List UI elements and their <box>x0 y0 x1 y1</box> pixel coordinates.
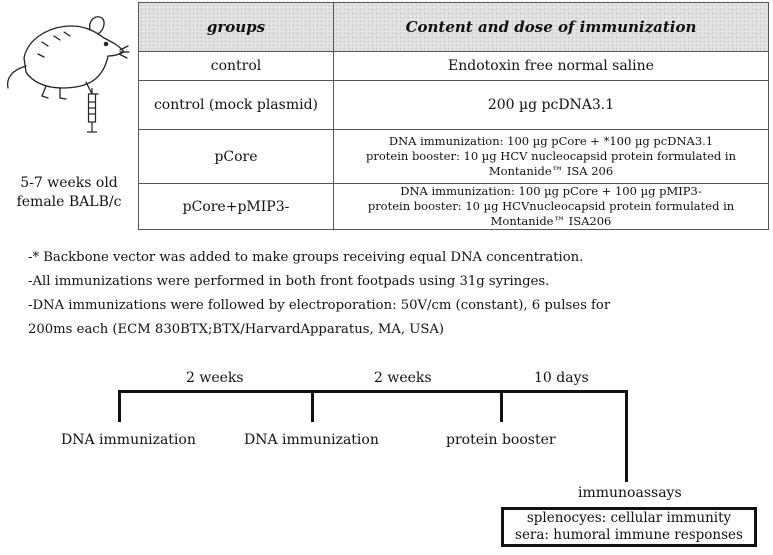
interval-label: 2 weeks <box>186 370 244 386</box>
interval-label: 10 days <box>534 370 589 386</box>
timeline-tick <box>311 390 314 422</box>
group-cell: control (mock plasmid) <box>138 80 334 130</box>
table-row: control (mock plasmid) 200 µg pcDNA3.1 <box>138 80 769 130</box>
group-cell: control <box>138 51 334 81</box>
header-content: Content and dose of immunization <box>333 2 769 52</box>
content-line: protein booster: 10 µg HCVnucleocapsid p… <box>367 199 735 213</box>
group-cell: pCore+pMIP3- <box>138 183 334 230</box>
note-line: 200ms each (ECM 830BTX;BTX/HarvardAppara… <box>28 322 445 337</box>
mouse-illustration <box>6 16 130 133</box>
mouse-caption: 5-7 weeks old female BALB/c <box>0 174 138 212</box>
note-line: -DNA immunizations were followed by elec… <box>28 298 611 313</box>
content-cell: 200 µg pcDNA3.1 <box>333 80 769 130</box>
note-line: -All immunizations were performed in bot… <box>28 274 550 289</box>
step-label: protein booster <box>446 432 556 448</box>
notes: -* Backbone vector was added to make gro… <box>28 246 768 342</box>
timeline-tick <box>500 390 503 422</box>
table-row: pCore DNA immunization: 100 µg pCore + *… <box>138 129 769 184</box>
caption-line-age: 5-7 weeks old <box>20 175 118 191</box>
content-line: DNA immunization: 100 µg pCore + *100 µg… <box>388 134 714 148</box>
step-label: DNA immunization <box>61 432 196 448</box>
timeline-tick <box>625 390 628 482</box>
step-label: immunoassays <box>578 485 682 501</box>
result-line: splenocyes: cellular immunity <box>526 510 732 526</box>
timeline-axis <box>118 390 628 393</box>
content-line: DNA immunization: 100 µg pCore + 100 µg … <box>400 184 702 198</box>
table-row: control Endotoxin free normal saline <box>138 51 769 81</box>
content-cell: Endotoxin free normal saline <box>333 51 769 81</box>
note-line: -* Backbone vector was added to make gro… <box>28 250 584 265</box>
content-cell: DNA immunization: 100 µg pCore + *100 µg… <box>333 129 769 184</box>
result-line: sera: humoral immune responses <box>515 527 743 543</box>
immunization-table: groups Content and dose of immunization … <box>138 2 769 230</box>
step-label: DNA immunization <box>244 432 379 448</box>
content-line: protein booster: 10 µg HCV nucleocapsid … <box>366 149 736 163</box>
content-line: Montanide™ ISA 206 <box>488 164 614 178</box>
content-cell: DNA immunization: 100 µg pCore + 100 µg … <box>333 183 769 230</box>
timeline-tick <box>118 390 121 422</box>
content-line: Montanide™ ISA206 <box>490 214 612 228</box>
group-cell: pCore <box>138 129 334 184</box>
header-groups: groups <box>138 2 334 52</box>
results-box: splenocyes: cellular immunity sera: humo… <box>501 507 757 547</box>
table-row: pCore+pMIP3- DNA immunization: 100 µg pC… <box>138 183 769 230</box>
caption-line-strain: female BALB/c <box>16 194 122 210</box>
interval-label: 2 weeks <box>374 370 432 386</box>
